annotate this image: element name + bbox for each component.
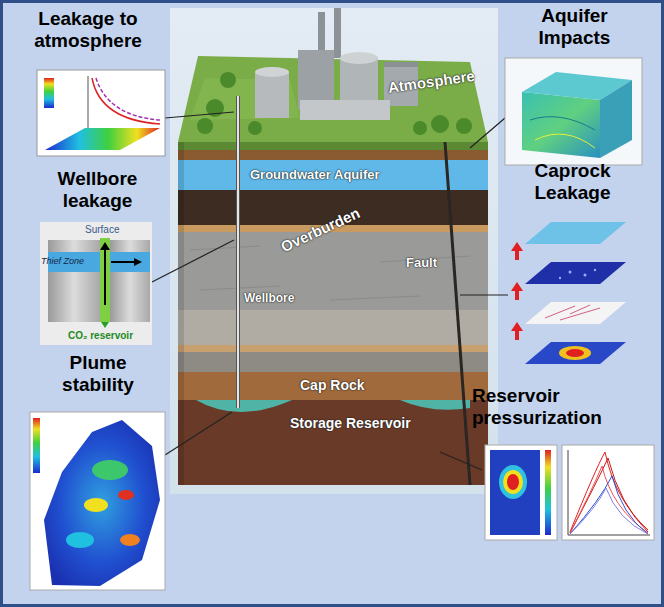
surface-label: Surface [85, 224, 119, 235]
panel-heading: Wellbore leakage [43, 168, 153, 212]
well-label: Wellbore [244, 292, 294, 305]
panel-heading: Plume stability [41, 352, 156, 396]
reservoir-label: CO₂ reservoir [68, 330, 133, 341]
risk-panel: Reservoir pressurization [468, 385, 660, 547]
panel-heading: Leakage to atmosphere [13, 8, 163, 52]
risk-panel: Aquifer Impacts [502, 5, 647, 167]
risk-panel: Caprock Leakage [505, 160, 640, 388]
zone-label: Thief Zone [41, 257, 84, 267]
panel-heading: Caprock Leakage [517, 160, 629, 204]
panel-heading: Reservoir pressurization [472, 385, 650, 429]
panel-heading: Aquifer Impacts [519, 5, 631, 49]
fault-label: Fault [406, 256, 437, 270]
risk-panel: Leakage to atmosphere [8, 8, 168, 158]
risk-panel: Plume stability [28, 352, 168, 592]
layer-label: Groundwater Aquifer [250, 168, 380, 182]
risk-panel: Wellbore leakageSurfaceThief ZoneCO₂ res… [35, 168, 160, 348]
layer-label: Storage Reservoir [290, 416, 411, 431]
layer-label: Cap Rock [300, 378, 365, 393]
